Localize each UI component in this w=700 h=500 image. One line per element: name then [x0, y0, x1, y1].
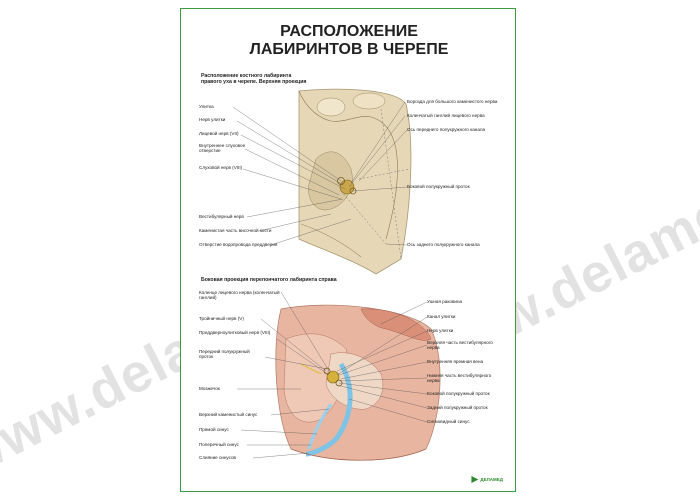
logo-text: ДЕЛАМЕД	[480, 477, 503, 482]
label-cochlear-nerve-lateral: Нерв улитки	[427, 328, 454, 333]
label-superior-petrosal-sinus: Верхний каменистый синус	[199, 412, 258, 417]
head-illustration	[275, 304, 441, 461]
label-straight-sinus: Прямой синус	[199, 427, 229, 432]
label-internal-jugular-vein: Внутренняя яремная вена	[427, 359, 484, 364]
label-vestibular-aqueduct: Отверстие водопровода преддверия	[199, 242, 278, 247]
label-sigmoid-sinus: Сигмовидный синус	[427, 419, 470, 424]
label-trigeminal-nerve: Тройничный нерв (V)	[199, 316, 244, 321]
label-cochlear-canal: Канал улитки	[427, 314, 456, 319]
label-anterior-duct: Передний полукружный проток	[199, 349, 250, 360]
label-greater-petrosal-groove: Борозда для большого каменистого нерва	[407, 99, 498, 104]
label-confluence-of-sinuses: Слияние синусов	[199, 455, 236, 460]
label-facial-genu: Коленце лицевого нерва (коленчатый гангл…	[199, 290, 280, 301]
label-facial-nerve: Лицевой нерв (VII)	[199, 131, 239, 136]
label-anterior-canal-axis: Ось переднего полукружного канала	[407, 127, 486, 132]
label-petrous-part: Каменистая часть височной кости	[199, 228, 272, 233]
bottom-section-heading: Боковая проекция перепончатого лабиринта…	[201, 277, 337, 283]
publisher-logo: ДЕЛАМЕД	[471, 476, 503, 483]
label-auricle: Ушная раковина	[427, 299, 463, 304]
top-leader-lines	[232, 101, 408, 246]
label-cochlea: Улитка	[199, 104, 214, 109]
page-title: РАСПОЛОЖЕНИЕ ЛАБИРИНТОВ В ЧЕРЕПЕ	[181, 23, 517, 59]
label-posterior-canal-axis: Ось заднего полукружного канала	[407, 242, 480, 247]
label-inferior-vestibular-nerve: Нижняя часть вестибулярного нерва	[427, 373, 492, 384]
logo-triangle-icon	[471, 476, 479, 483]
bottom-leader-lines	[237, 291, 428, 459]
skull-illustration	[298, 88, 412, 275]
anatomy-illustrations	[232, 88, 441, 461]
label-posterior-semicircular-duct: Задний полукружный проток	[427, 405, 488, 410]
label-lateral-semicircular-duct: Боковой полукружный проток	[427, 391, 490, 396]
poster: РАСПОЛОЖЕНИЕ ЛАБИРИНТОВ В ЧЕРЕПЕ	[180, 8, 516, 492]
label-geniculate-ganglion: Коленчатый ганглий лицевого нерва	[407, 113, 485, 118]
label-vestibular-nerve: Вестибулярный нерв	[199, 214, 244, 219]
top-heading-line-2: правого уха в черепе. Верхняя проекция	[201, 79, 307, 85]
label-lateral-duct: Боковой полукружный проток	[407, 184, 470, 189]
label-cochlear-nerve: Нерв улитки	[199, 117, 226, 122]
label-cerebellum: Мозжечок	[199, 386, 220, 391]
title-line-1: РАСПОЛОЖЕНИЕ	[280, 23, 418, 40]
label-auditory-nerve: Слуховой нерв (VIII)	[199, 165, 243, 170]
top-heading-line-1: Расположение костного лабиринта	[201, 73, 292, 79]
label-vestibulocochlear-nerve: Преддверноулитковый нерв (VIII)	[199, 330, 271, 335]
label-transverse-sinus: Поперечный синус	[199, 442, 239, 447]
top-section-heading: Расположение костного лабиринта правого …	[201, 73, 361, 85]
title-line-2: ЛАБИРИНТОВ В ЧЕРЕПЕ	[249, 41, 449, 58]
label-internal-acoustic-meatus: Внутреннее слуховое отверстие	[199, 143, 246, 154]
label-superior-vestibular-nerve: Верхняя часть вестибулярного нерва	[427, 340, 493, 351]
